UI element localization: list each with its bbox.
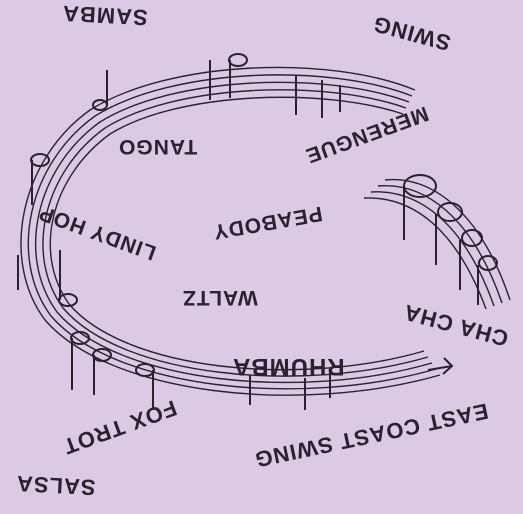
arrow-icon: [428, 358, 452, 374]
label-salsa: SALSA: [15, 470, 96, 500]
label-rhumba: RHUMBA: [232, 352, 345, 380]
label-samba: SAMBA: [61, 0, 148, 30]
music-note-icon: [71, 332, 89, 344]
label-waltz: WALTZ: [182, 285, 258, 309]
label-tango: TANGO: [118, 134, 197, 158]
